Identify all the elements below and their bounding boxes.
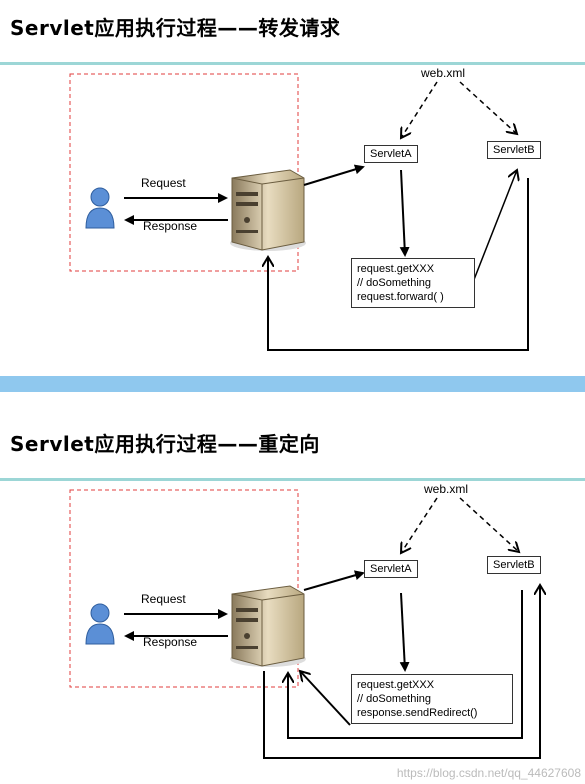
- webxml-to-servlet-b-arrow: [459, 497, 519, 552]
- code-box: request.getXXX // doSomething response.s…: [351, 674, 513, 724]
- forward-title-rule: [0, 62, 585, 65]
- code-line: request.getXXX: [357, 263, 435, 275]
- redirect-title-rule: [0, 478, 585, 481]
- client-area-box: [69, 489, 299, 688]
- section-divider: [0, 376, 585, 392]
- servlet-a-box: ServletA: [364, 145, 418, 163]
- redirect-diagram: web.xml Request Response ServletA Servle…: [0, 475, 585, 775]
- code-box: request.getXXX // doSomething request.fo…: [351, 258, 475, 308]
- code-line: response.sendRedirect(): [357, 707, 478, 719]
- code-line: request.forward( ): [357, 291, 444, 303]
- code-line: request.getXXX: [357, 679, 435, 691]
- user-icon: [85, 187, 115, 229]
- servlet-a-to-code-arrow: [399, 169, 410, 257]
- client-area-box: [69, 73, 299, 272]
- code-line: // doSomething: [357, 277, 431, 289]
- web-xml-label: web.xml: [424, 482, 469, 496]
- server-icon: [230, 585, 306, 667]
- servlet-b-response-path: [268, 178, 529, 351]
- server-icon: [230, 169, 306, 251]
- servlet-a-box: ServletA: [364, 560, 418, 578]
- forward-diagram: web.xml Request Response ServletA Servle…: [0, 60, 585, 360]
- servlet-b-box: ServletB: [487, 556, 541, 574]
- response-label: Response: [143, 219, 198, 233]
- server-to-servlet-a-arrow: [303, 164, 365, 186]
- request-label: Request: [141, 592, 186, 606]
- server-to-servlet-a-arrow: [303, 570, 365, 591]
- web-xml-label: web.xml: [421, 66, 466, 80]
- request-label: Request: [141, 176, 186, 190]
- webxml-to-servlet-a-arrow: [401, 81, 438, 138]
- redirect-request-path: [263, 585, 540, 759]
- servlet-b-response-path: [288, 590, 523, 739]
- servlet-a-to-code-arrow: [399, 592, 410, 672]
- webxml-to-servlet-b-arrow: [459, 81, 517, 134]
- redirect-response-arrow: [300, 671, 351, 726]
- webxml-to-servlet-a-arrow: [401, 497, 438, 553]
- forward-title: Servlet应用执行过程——转发请求: [10, 16, 341, 40]
- servlet-b-box: ServletB: [487, 141, 541, 159]
- watermark: https://blog.csdn.net/qq_44627608: [396, 766, 581, 780]
- response-label: Response: [143, 635, 198, 649]
- code-line: // doSomething: [357, 693, 431, 705]
- redirect-title: Servlet应用执行过程——重定向: [10, 432, 320, 456]
- user-icon: [85, 603, 115, 645]
